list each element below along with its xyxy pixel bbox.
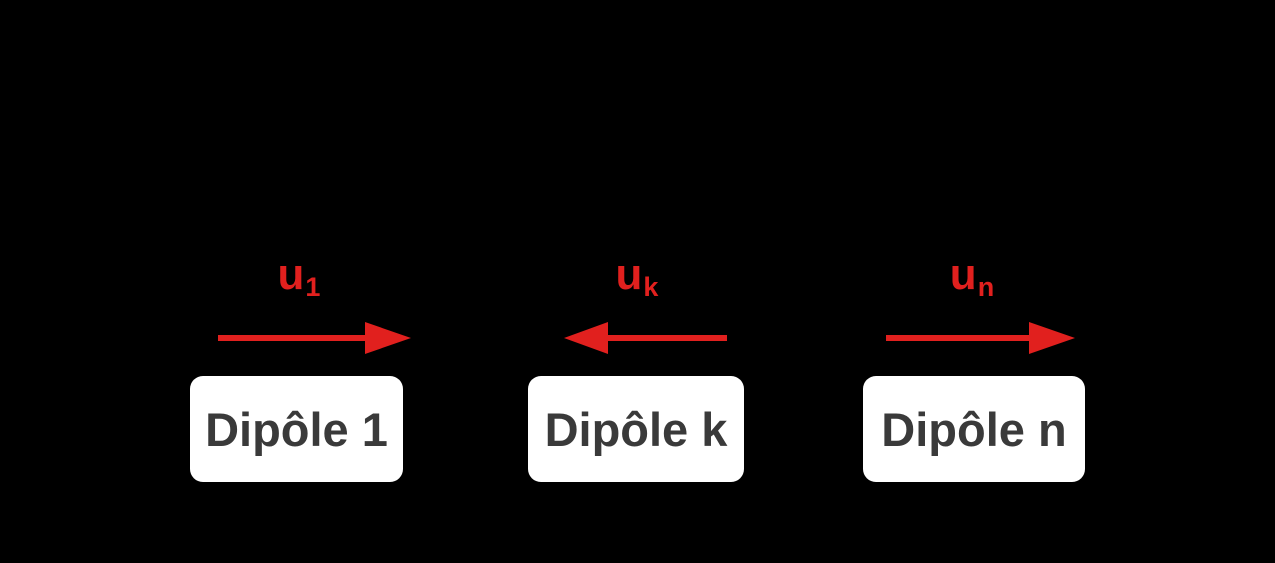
voltage-arrow-right-icon xyxy=(218,322,411,354)
voltage-symbol: u xyxy=(949,250,977,299)
voltage-subscript: n xyxy=(977,272,995,302)
dipole-label: Dipôle k xyxy=(544,402,728,456)
voltage-label-uk: uk xyxy=(592,250,682,301)
dipole-label: Dipôle n xyxy=(881,402,1067,456)
voltage-subscript: k xyxy=(643,272,659,302)
voltage-label-u1: u1 xyxy=(254,250,344,301)
voltage-label-un: un xyxy=(927,250,1017,301)
voltage-arrow-right-icon xyxy=(886,322,1075,354)
voltage-subscript: 1 xyxy=(305,272,321,302)
voltage-arrow-left-icon xyxy=(564,322,727,354)
dipole-box-n: Dipôle n xyxy=(863,376,1085,482)
dipole-label: Dipôle 1 xyxy=(205,402,388,456)
voltage-symbol: u xyxy=(277,250,305,299)
dipole-box-1: Dipôle 1 xyxy=(190,376,403,482)
dipole-box-k: Dipôle k xyxy=(528,376,744,482)
voltage-symbol: u xyxy=(615,250,643,299)
